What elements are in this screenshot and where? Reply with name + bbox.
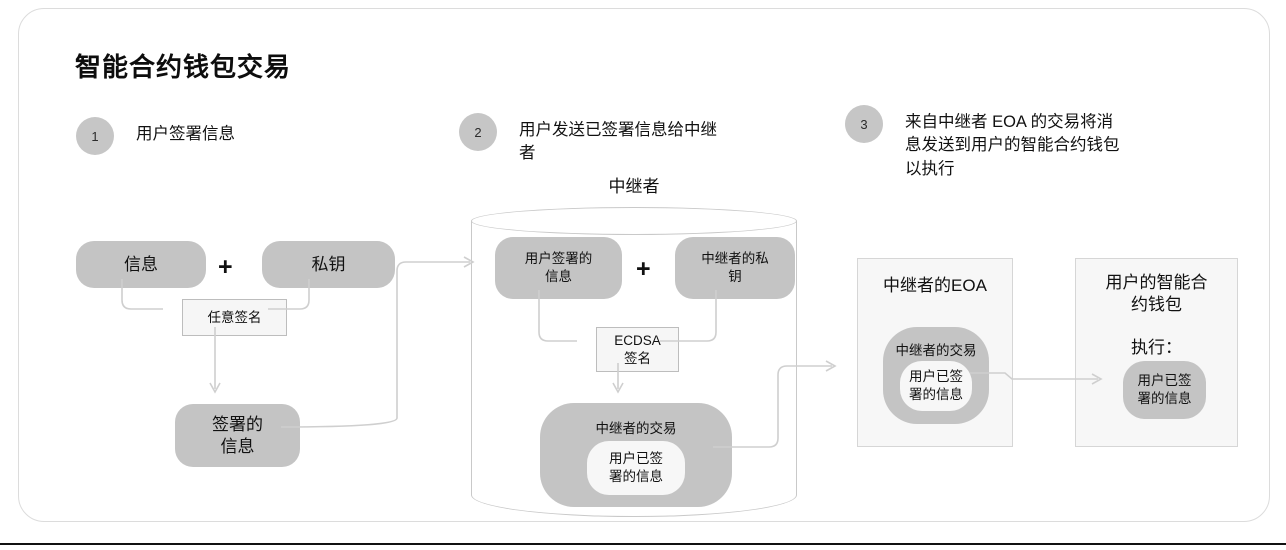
- relayer-transaction-label: 中继者的交易: [595, 421, 677, 436]
- step-3-number: 3: [845, 105, 883, 143]
- relayer-transaction-inner-message: 用户已签 署的信息: [587, 441, 685, 495]
- private-key-box: 私钥: [262, 241, 395, 288]
- message-box: 信息: [76, 241, 206, 288]
- step-1: 1 用户签署信息: [76, 117, 235, 155]
- wallet-executed-message-pill: 用户已签 署的信息: [1123, 361, 1206, 419]
- cylinder-top-ellipse: [471, 207, 797, 235]
- step-2-number: 2: [459, 113, 497, 151]
- step-3-label: 来自中继者 EOA 的交易将消息发送到用户的智能合约钱包以执行: [905, 113, 1120, 178]
- signed-message-box: 签署的 信息: [175, 404, 300, 467]
- plus-sign-relayer: +: [636, 255, 651, 283]
- relayer-private-key-box: 中继者的私 钥: [675, 237, 795, 299]
- plus-sign-user: +: [218, 253, 233, 281]
- step-3: 3 来自中继者 EOA 的交易将消息发送到用户的智能合约钱包以执行: [845, 105, 1120, 181]
- step-2: 2 用户发送已签署信息给中继者: [459, 113, 719, 166]
- ecdsa-signature-box: ECDSA 签名: [596, 327, 679, 372]
- arbitrary-signature-box: 任意签名: [182, 299, 287, 336]
- relayer-cylinder: [471, 207, 797, 517]
- page-title: 智能合约钱包交易: [75, 52, 292, 82]
- step-1-label: 用户签署信息: [136, 125, 235, 143]
- relayer-transaction-blob: 中继者的交易 用户已签 署的信息: [540, 403, 732, 507]
- diagram-card: 智能合约钱包交易 1 用户签署信息 2 用户发送已签署信息给中继者 3 来自中继…: [18, 8, 1270, 522]
- relayer-label: 中继者: [608, 177, 660, 196]
- eoa-transaction-label: 中继者的交易: [895, 343, 977, 358]
- execute-label: 执行：: [1131, 338, 1182, 357]
- eoa-transaction-inner-message: 用户已签 署的信息: [900, 361, 972, 411]
- smart-contract-wallet-title: 用户的智能合 约钱包: [1105, 273, 1208, 315]
- user-signed-message-box: 用户签署的 信息: [495, 237, 622, 299]
- eoa-transaction-blob: 中继者的交易 用户已签 署的信息: [883, 327, 989, 424]
- bottom-divider: [0, 543, 1286, 545]
- step-2-label: 用户发送已签署信息给中继者: [519, 121, 717, 163]
- step-1-number: 1: [76, 117, 114, 155]
- relayer-eoa-title: 中继者的EOA: [883, 276, 987, 295]
